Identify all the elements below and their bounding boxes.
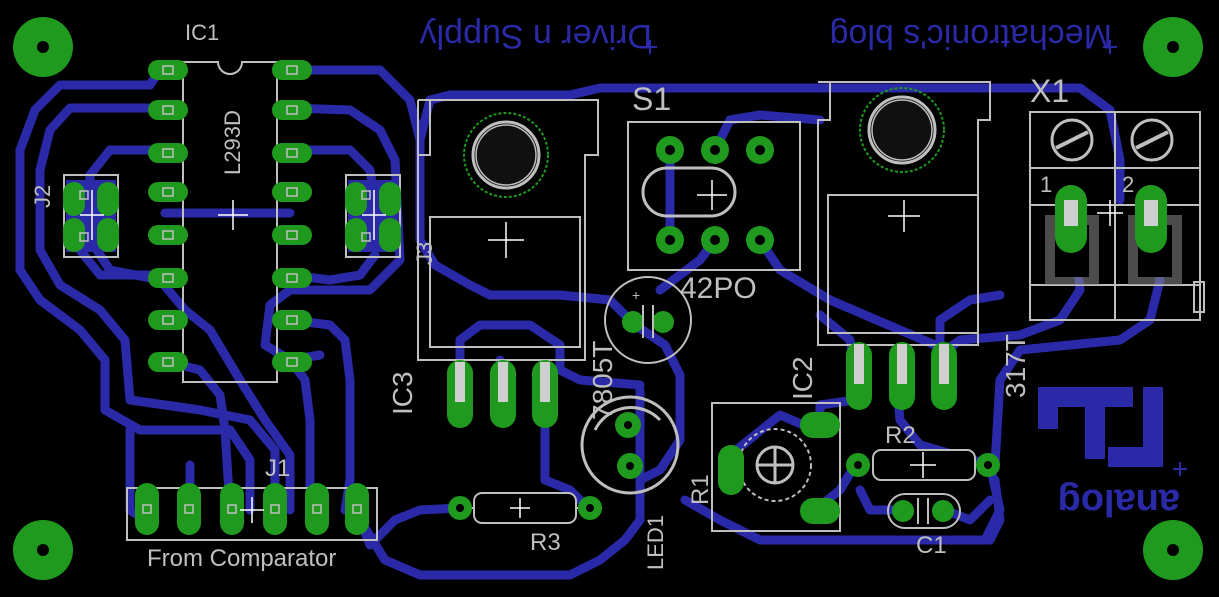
capacitor-electrolytic: + [604, 276, 692, 364]
j1-header: J1 From Comparator [126, 455, 378, 572]
svg-text:+: + [632, 287, 640, 303]
r3-label: R3 [530, 529, 561, 556]
r3-resistor: R3 [448, 492, 602, 556]
led1-label: LED1 [643, 515, 668, 570]
ic3-regulator: IC3 7805T [387, 99, 618, 428]
j1-label: J1 [265, 455, 290, 482]
ic2-part-label: 317T [1000, 334, 1031, 398]
j3-label: J3 [412, 242, 437, 265]
ic1-part-label: L293D [220, 110, 245, 175]
s1-part-label: 42PO [680, 272, 757, 305]
logo-text: analog [1058, 481, 1180, 523]
board-title-right: Mechatronic's blog [830, 17, 1112, 55]
analog-logo: analog [1038, 387, 1180, 523]
s1-switch: S1 42PO [627, 81, 801, 305]
ic1-pads [148, 60, 312, 372]
ic2-regulator: IC2 317T [787, 81, 1031, 410]
ic3-part-label: 7805T [587, 341, 618, 420]
r2-resistor: R2 [846, 422, 1000, 481]
j2-label: J2 [30, 185, 55, 208]
x1-pin2-label: 2 [1122, 172, 1134, 197]
r1-trimmer: R1 [687, 402, 841, 532]
x1-terminal-block: X1 1 2 [1029, 73, 1205, 321]
s1-label: S1 [632, 81, 671, 117]
ic1-component: IC1 L293D [148, 20, 312, 383]
x1-label: X1 [1030, 73, 1069, 109]
c1-capacitor: C1 [887, 493, 961, 559]
board-title-left: Driver n Supply [420, 17, 652, 55]
led1-component: LED1 [580, 395, 680, 570]
r1-label: R1 [687, 474, 714, 505]
r2-label: R2 [885, 422, 916, 449]
j2-connector: J2 [30, 174, 119, 258]
ic2-label: IC2 [787, 356, 818, 400]
c1-label: C1 [916, 532, 947, 559]
ic3-label: IC3 [387, 371, 418, 415]
x1-pin1-label: 1 [1040, 172, 1052, 197]
ic1-label: IC1 [185, 20, 219, 45]
j1-caption: From Comparator [147, 545, 336, 572]
mounting-holes [13, 17, 1203, 580]
